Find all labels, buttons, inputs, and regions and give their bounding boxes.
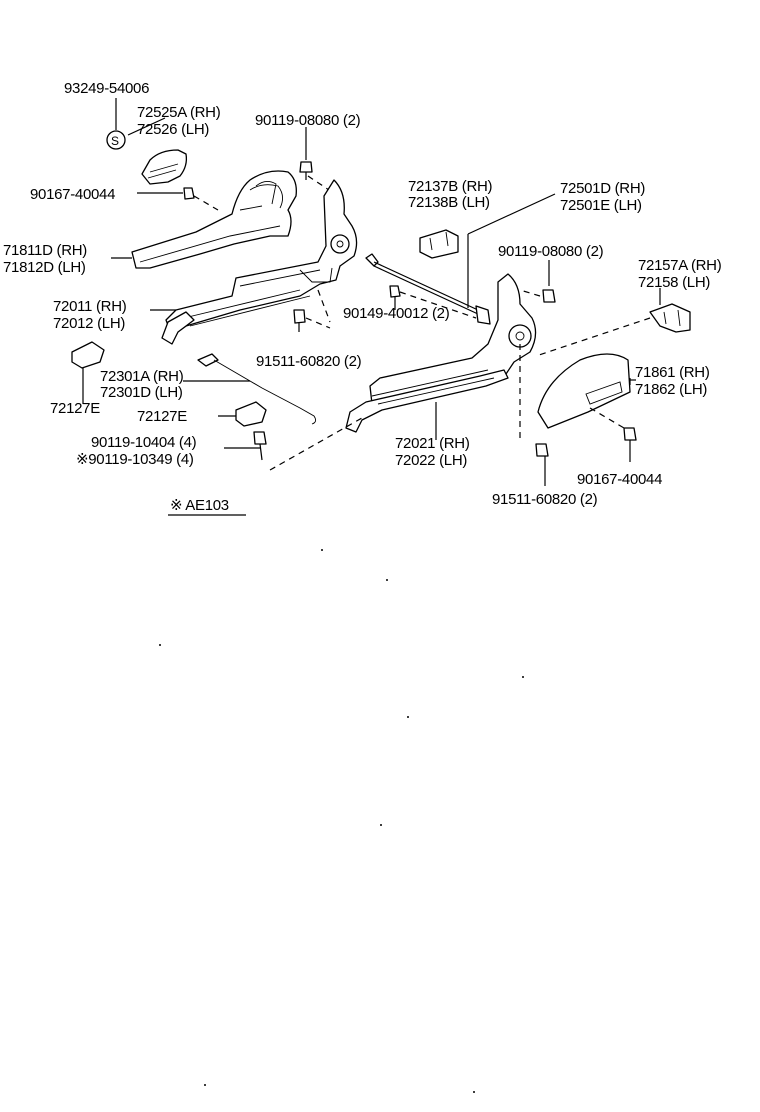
label-90167-40044-a: 90167-40044 xyxy=(30,186,115,203)
label-72525a-rh: 72525A (RH) xyxy=(137,104,221,121)
label-72137b-rh: 72137B (RH) xyxy=(408,178,493,195)
washer-symbol: S xyxy=(111,134,119,148)
label-72501e-lh: 72501E (LH) xyxy=(560,197,642,214)
label-72501d-rh: 72501D (RH) xyxy=(560,180,645,197)
bolt-upper-left xyxy=(299,127,333,193)
label-72526-lh: 72526 (LH) xyxy=(137,121,209,138)
label-72301a-rh: 72301A (RH) xyxy=(100,368,184,385)
label-90119-10404: 90119-10404 (4) xyxy=(91,434,197,451)
seat-track-right xyxy=(345,273,537,440)
recliner-cover-left xyxy=(111,170,297,269)
label-72127e-b: 72127E xyxy=(137,408,187,425)
clip-72127e-b xyxy=(218,401,267,427)
bolt-track-right xyxy=(535,443,549,486)
recliner-lever-group: S xyxy=(106,98,188,185)
torsion-bar xyxy=(365,193,556,325)
label-91511-60820-b: 91511-60820 (2) xyxy=(492,491,598,508)
scan-specks xyxy=(159,549,524,1093)
seat-track-left xyxy=(150,179,358,345)
label-72157a-rh: 72157A (RH) xyxy=(638,257,722,274)
bolt-cover-left xyxy=(137,187,219,211)
label-90119-10349: ※90119-10349 (4) xyxy=(76,451,194,468)
bolt-90119-10404 xyxy=(224,417,363,471)
label-71811d-rh: 71811D (RH) xyxy=(3,242,87,259)
bracket-72157a xyxy=(535,288,691,357)
recliner-lever-knob xyxy=(141,149,188,185)
clip-72127e-a xyxy=(71,341,105,404)
label-72012-lh: 72012 (LH) xyxy=(53,315,125,332)
label-90119-08080-a: 90119-08080 (2) xyxy=(255,112,361,129)
label-72138b-lh: 72138B (LH) xyxy=(408,194,490,211)
recliner-cover-right xyxy=(537,353,636,429)
label-71862-lh: 71862 (LH) xyxy=(635,381,707,398)
bolt-track-left xyxy=(293,309,331,332)
label-72022-lh: 72022 (LH) xyxy=(395,452,467,469)
label-91511-60820-a: 91511-60820 (2) xyxy=(256,353,362,370)
label-71812d-lh: 71812D (LH) xyxy=(3,259,86,276)
label-72011-rh: 72011 (RH) xyxy=(53,298,127,315)
adjuster-cable-72301a xyxy=(183,353,317,425)
bolt-cover-right xyxy=(623,427,637,462)
bolt-upper-right xyxy=(519,260,556,303)
label-72301d-lh: 72301D (LH) xyxy=(100,384,183,401)
note-ae103: ※ AE103 xyxy=(170,497,229,514)
label-72021-rh: 72021 (RH) xyxy=(395,435,470,452)
bolt-90149 xyxy=(389,285,477,319)
label-90119-08080-b: 90119-08080 (2) xyxy=(498,243,604,260)
label-71861-rh: 71861 (RH) xyxy=(635,364,710,381)
label-72158-lh: 72158 (LH) xyxy=(638,274,710,291)
label-72127e-a: 72127E xyxy=(50,400,100,417)
label-90149-40012: 90149-40012 (2) xyxy=(343,305,450,322)
clip-72137b xyxy=(419,229,459,259)
washer-icon xyxy=(106,130,126,150)
label-93249-54006: 93249-54006 xyxy=(64,80,149,97)
label-90167-40044-b: 90167-40044 xyxy=(577,471,662,488)
